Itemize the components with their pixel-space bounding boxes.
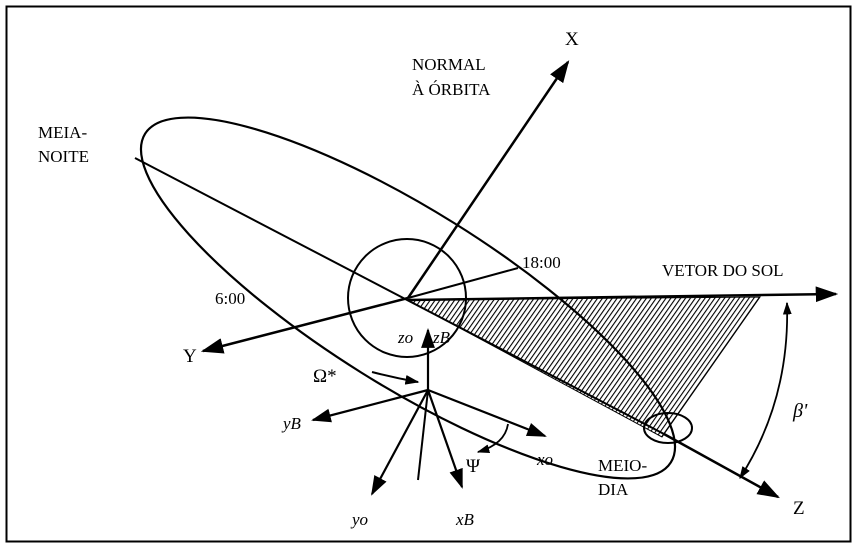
psi-label: Ψ: [466, 456, 480, 477]
y-axis-arrow: [200, 296, 409, 354]
normal-label-line1: NORMAL: [412, 55, 486, 74]
omega-arrow: [371, 371, 420, 385]
xb-axis-arrow: [426, 389, 464, 489]
orbit-ellipse: [139, 116, 677, 480]
omega-label: Ω*: [313, 366, 337, 387]
normal-label-line2: À ÓRBITA: [412, 80, 491, 99]
z-axis-label: Z: [793, 498, 805, 519]
noon-label-line2: DIA: [598, 480, 629, 499]
xo-label: xo: [536, 450, 553, 469]
y-axis-label: Y: [183, 346, 197, 367]
midnight-label-line1: MEIA-: [38, 123, 87, 142]
psi-arc: [476, 423, 509, 454]
xb-label: xB: [455, 510, 475, 529]
yo-axis-arrow: [371, 389, 429, 496]
six-eighteen-line: [407, 267, 519, 299]
midnight-noon-line: [134, 157, 665, 435]
yb-axis-arrow: [311, 388, 429, 423]
zo-label: zo: [397, 328, 413, 347]
yb-label: yB: [281, 414, 302, 433]
beta-arc: [739, 301, 792, 480]
body-vertical-line: [417, 389, 429, 481]
z-axis-arrow: [663, 432, 780, 499]
xo-axis-arrow: [427, 388, 547, 438]
zb-label: zB: [432, 328, 451, 347]
x-axis-label: X: [565, 29, 579, 50]
figure-frame: [5, 5, 852, 543]
x-axis-arrow: [406, 60, 570, 299]
yo-label: yo: [350, 510, 368, 529]
noon-label-line1: MEIO-: [598, 456, 647, 475]
time-18-label: 18:00: [522, 253, 561, 272]
time-6-label: 6:00: [215, 289, 245, 308]
beta-label: β': [792, 400, 808, 422]
sun-vector-label: VETOR DO SOL: [662, 261, 784, 280]
sun-vector-arrow: [407, 286, 839, 303]
noon-satellite-circle: [643, 412, 693, 444]
midnight-label-line2: NOITE: [38, 147, 89, 166]
